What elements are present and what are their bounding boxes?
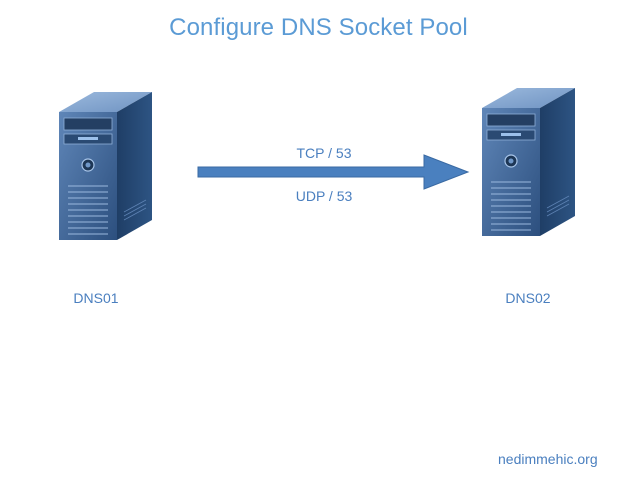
udp-port-label: UDP / 53 (295, 188, 353, 204)
diagram-title: Configure DNS Socket Pool (169, 14, 468, 41)
server-dns02-icon (477, 84, 577, 244)
server-label-dns02: DNS02 (505, 290, 551, 306)
server-dns01-icon (54, 88, 154, 248)
server-label-dns01: DNS01 (73, 290, 119, 306)
connection-arrow (196, 152, 472, 192)
site-watermark: nedimmehic.org (498, 451, 598, 467)
tcp-port-label: TCP / 53 (296, 145, 352, 161)
